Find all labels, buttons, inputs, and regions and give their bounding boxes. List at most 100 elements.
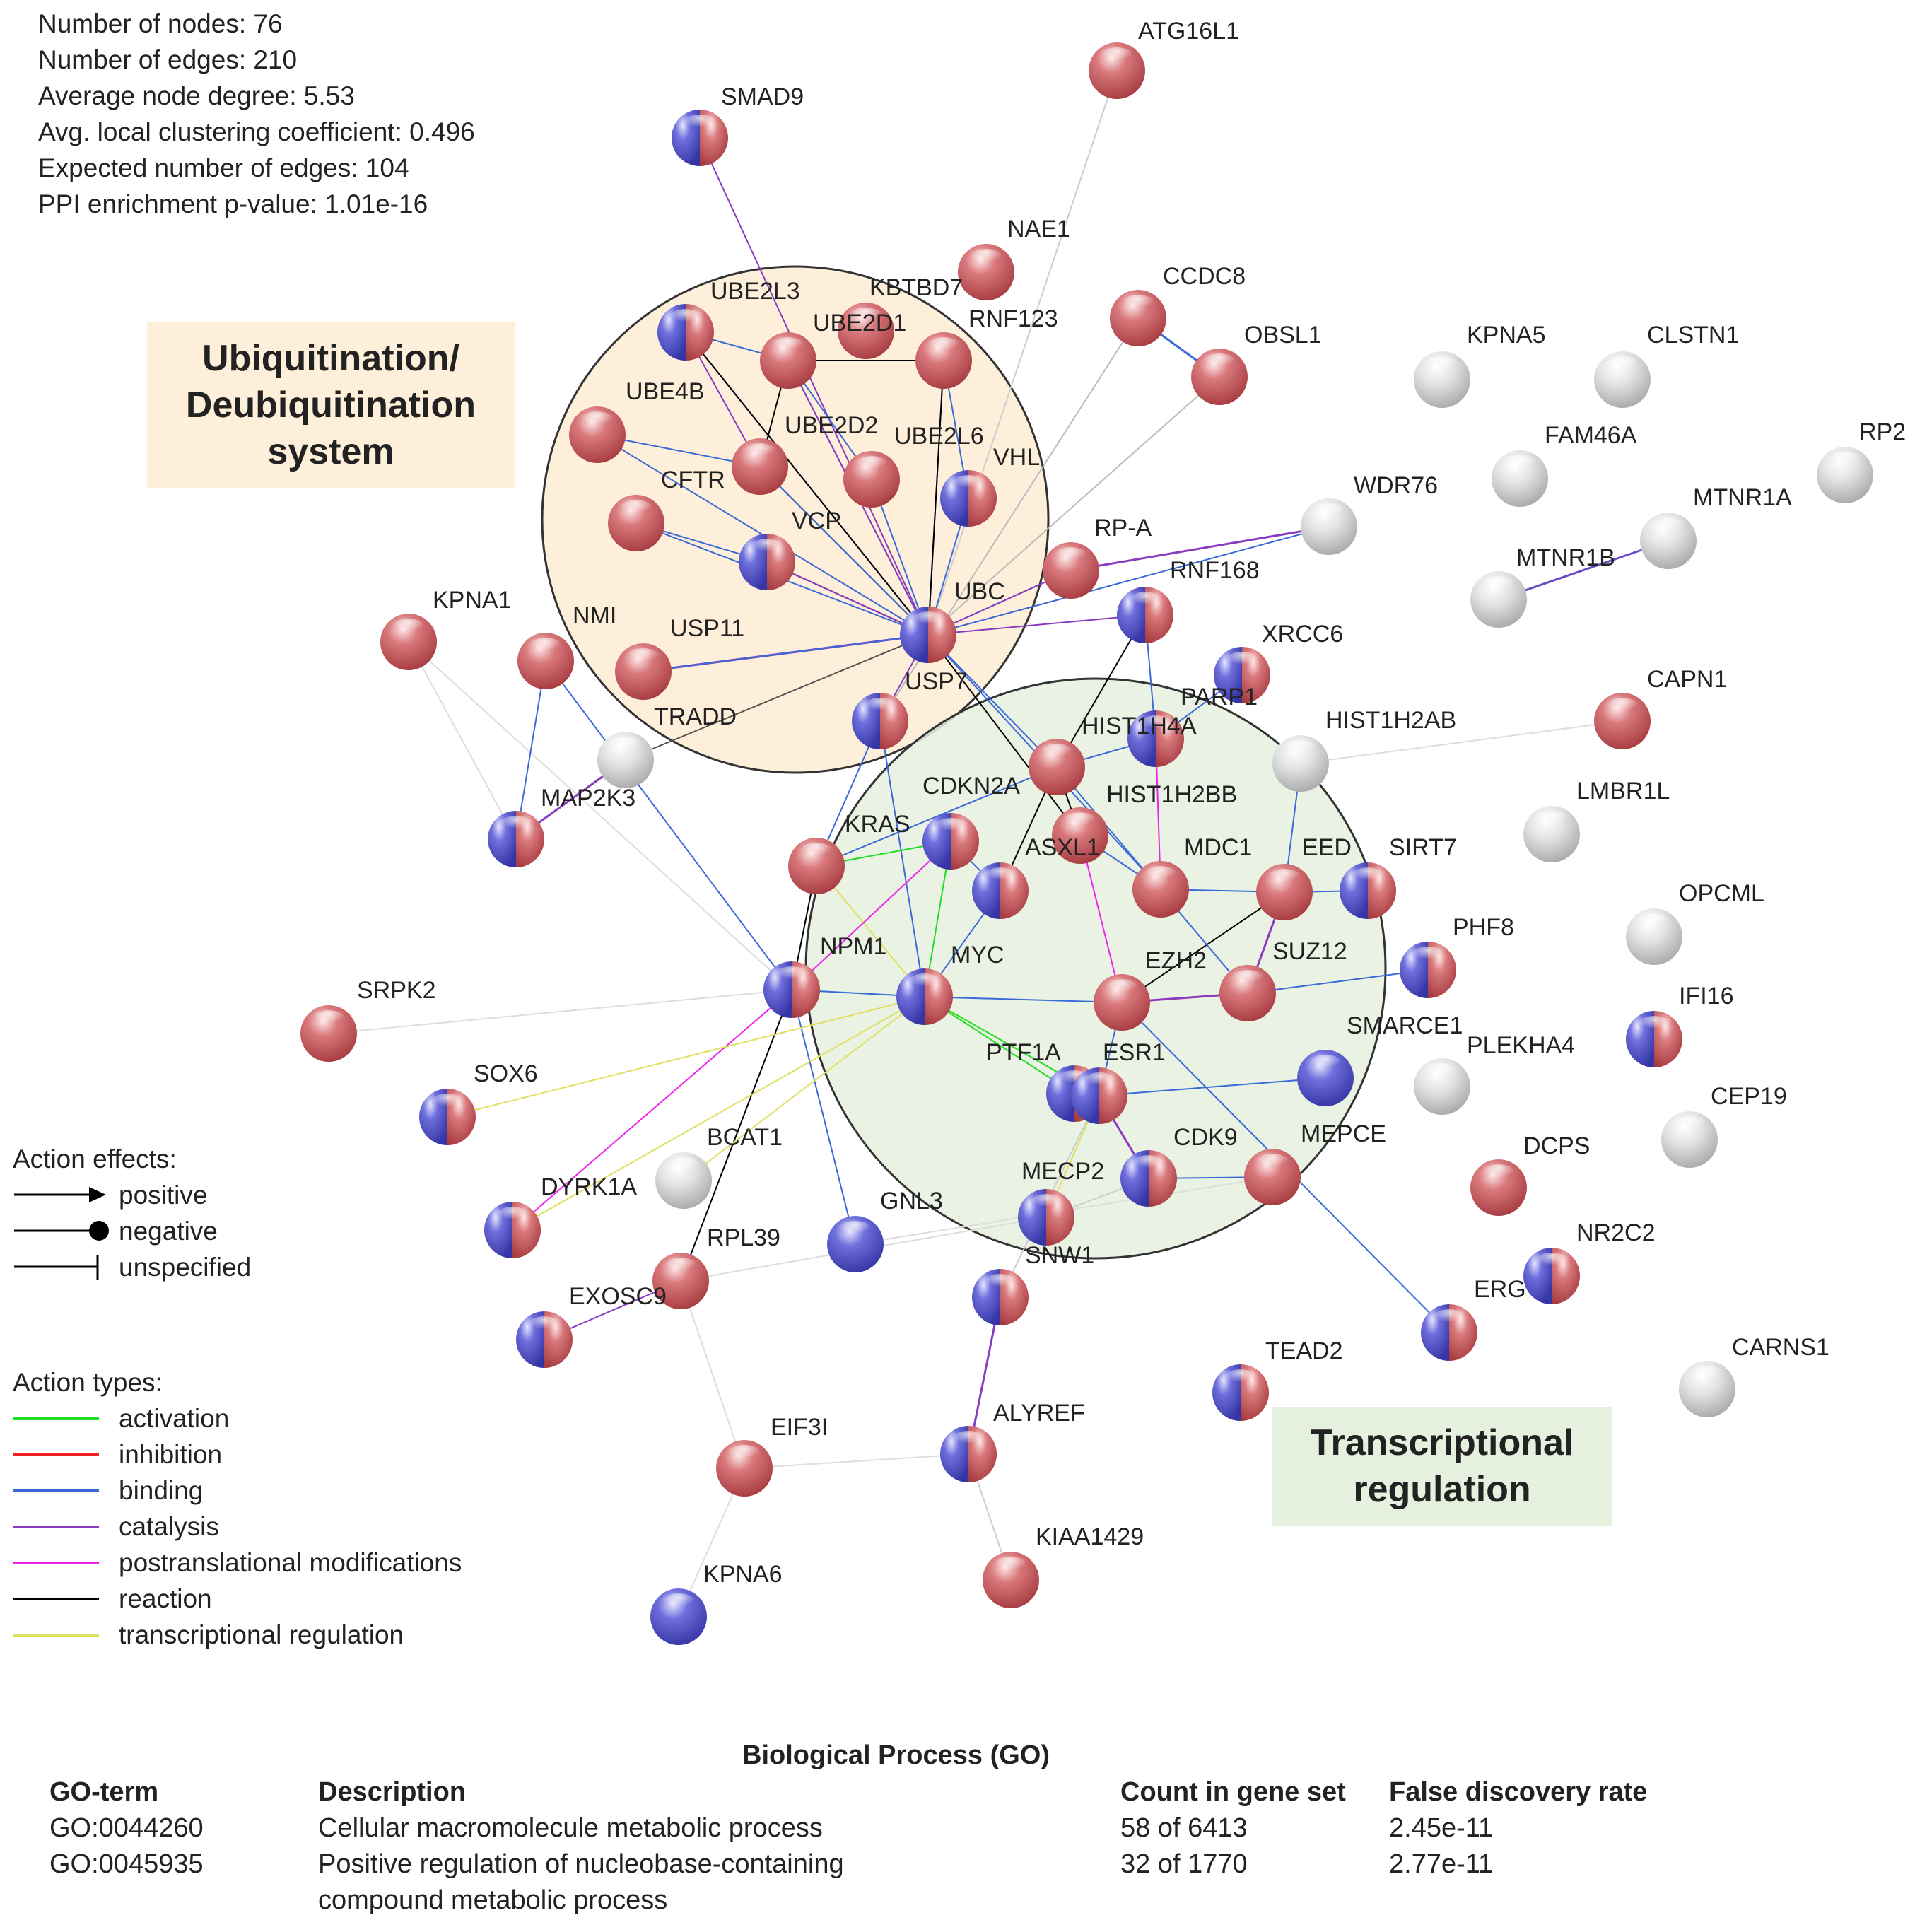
- node-nr2c2[interactable]: NR2C2: [1523, 1219, 1655, 1304]
- node-label: NPM1: [820, 933, 886, 960]
- node-kras[interactable]: KRAS: [788, 811, 910, 894]
- node-ube2d2[interactable]: UBE2D2: [732, 412, 878, 495]
- node-highlight: [1482, 576, 1516, 595]
- node-label: DYRK1A: [541, 1173, 637, 1200]
- node-atg16l1[interactable]: ATG16L1: [1089, 18, 1239, 99]
- node-eed[interactable]: EED: [1256, 834, 1352, 920]
- node-mecp2[interactable]: MECP2: [1018, 1158, 1104, 1246]
- node-rnf123[interactable]: RNF123: [915, 305, 1058, 389]
- node-alyref[interactable]: ALYREF: [940, 1400, 1085, 1482]
- node-label: GNL3: [880, 1188, 943, 1214]
- node-dcps[interactable]: DCPS: [1470, 1132, 1590, 1216]
- node-mdc1[interactable]: MDC1: [1132, 834, 1252, 918]
- node-nae1[interactable]: NAE1: [958, 216, 1070, 300]
- node-ube4b[interactable]: UBE4B: [569, 378, 705, 463]
- legend-type-label: reaction: [119, 1584, 212, 1613]
- node-rnf168[interactable]: RNF168: [1117, 557, 1260, 643]
- node-cftr[interactable]: CFTR: [608, 467, 725, 551]
- node-vcp[interactable]: VCP: [739, 508, 841, 590]
- node-rp-a[interactable]: RP-A: [1043, 515, 1152, 599]
- node-label: CDKN2A: [922, 773, 1020, 800]
- node-ube2d1[interactable]: UBE2D1: [760, 310, 906, 389]
- node-nmi[interactable]: NMI: [517, 602, 616, 689]
- node-usp7[interactable]: USP7: [852, 668, 968, 749]
- node-ubc[interactable]: UBC: [900, 578, 1005, 663]
- node-hist1h2bb[interactable]: HIST1H2BB: [1052, 781, 1237, 864]
- node-snw1[interactable]: SNW1: [972, 1242, 1094, 1325]
- node-label: NR2C2: [1576, 1219, 1655, 1246]
- node-gnl3[interactable]: GNL3: [827, 1188, 943, 1272]
- node-tradd[interactable]: TRADD: [597, 703, 737, 788]
- node-eif3i[interactable]: EIF3I: [716, 1414, 828, 1497]
- node-phf8[interactable]: PHF8: [1400, 914, 1514, 998]
- node-myc[interactable]: MYC: [896, 942, 1004, 1025]
- node-cdkn2a[interactable]: CDKN2A: [922, 773, 1020, 870]
- node-dyrk1a[interactable]: DYRK1A: [484, 1173, 637, 1258]
- node-highlight: [1139, 715, 1173, 734]
- node-xrcc6[interactable]: XRCC6: [1214, 621, 1343, 703]
- node-highlight: [1100, 47, 1134, 66]
- edge-wdr76-rp-a: [1070, 525, 1330, 572]
- node-ezh2[interactable]: EZH2: [1094, 947, 1207, 1031]
- node-mepce[interactable]: MEPCE: [1244, 1120, 1386, 1205]
- node-kpna5[interactable]: KPNA5: [1414, 322, 1546, 408]
- node-smad9[interactable]: SMAD9: [672, 83, 804, 166]
- node-erg[interactable]: ERG: [1421, 1276, 1526, 1361]
- node-sox6[interactable]: SOX6: [419, 1060, 538, 1145]
- node-highlight: [669, 309, 703, 327]
- node-suz12[interactable]: SUZ12: [1219, 938, 1347, 1021]
- node-sirt7[interactable]: SIRT7: [1340, 834, 1457, 919]
- node-fam46a[interactable]: FAM46A: [1492, 422, 1637, 507]
- node-cdk9[interactable]: CDK9: [1120, 1124, 1238, 1207]
- node-map2k3[interactable]: MAP2K3: [488, 785, 636, 867]
- node-highlight: [1411, 947, 1445, 965]
- node-ccdc8[interactable]: CCDC8: [1110, 263, 1246, 346]
- node-smarce1[interactable]: SMARCE1: [1297, 1012, 1463, 1106]
- node-wdr76[interactable]: WDR76: [1301, 472, 1438, 555]
- node-vhl[interactable]: VHL: [940, 444, 1040, 527]
- node-npm1[interactable]: NPM1: [763, 933, 886, 1018]
- node-kpna1[interactable]: KPNA1: [380, 587, 512, 670]
- node-srpk2[interactable]: SRPK2: [300, 977, 436, 1062]
- node-lmbr1l[interactable]: LMBR1L: [1523, 778, 1670, 862]
- node-opcml[interactable]: OPCML: [1626, 880, 1764, 965]
- node-rpl39[interactable]: RPL39: [652, 1224, 780, 1309]
- node-label: CEP19: [1711, 1083, 1787, 1110]
- node-ifi16[interactable]: IFI16: [1626, 983, 1733, 1067]
- node-mtnr1b[interactable]: MTNR1B: [1470, 544, 1615, 628]
- node-usp11[interactable]: USP11: [615, 615, 744, 700]
- node-kiaa1429[interactable]: KIAA1429: [983, 1523, 1144, 1608]
- node-carns1[interactable]: CARNS1: [1679, 1334, 1829, 1417]
- node-plekha4[interactable]: PLEKHA4: [1414, 1032, 1575, 1115]
- node-parp1[interactable]: PARP1: [1128, 684, 1258, 767]
- node-exosc9[interactable]: EXOSC9: [516, 1283, 667, 1368]
- node-kpna6[interactable]: KPNA6: [650, 1561, 783, 1645]
- edge-myc-sox6: [447, 996, 925, 1118]
- node-hist1h4a[interactable]: HIST1H4A: [1029, 713, 1197, 795]
- node-label: RP2: [1859, 418, 1906, 445]
- edge-vcp-ubc: [766, 561, 929, 636]
- node-esr1[interactable]: ESR1: [1071, 1039, 1166, 1124]
- node-cep19[interactable]: CEP19: [1661, 1083, 1787, 1168]
- node-ube2l6[interactable]: UBE2L6: [843, 423, 984, 508]
- node-label: MECP2: [1021, 1158, 1104, 1185]
- node-asxl1[interactable]: ASXL1: [972, 834, 1100, 919]
- node-ube2l3[interactable]: UBE2L3: [657, 278, 800, 361]
- node-rp2[interactable]: RP2: [1817, 418, 1906, 503]
- node-mtnr1a[interactable]: MTNR1A: [1640, 484, 1792, 569]
- node-clstn1[interactable]: CLSTN1: [1594, 322, 1739, 408]
- node-label: MTNR1A: [1693, 484, 1792, 511]
- node-label: NMI: [573, 602, 616, 629]
- node-bcat1[interactable]: BCAT1: [655, 1124, 783, 1209]
- node-highlight: [983, 1274, 1017, 1292]
- node-capn1[interactable]: CAPN1: [1594, 666, 1727, 749]
- node-highlight: [1132, 1155, 1166, 1173]
- node-highlight: [1231, 970, 1265, 988]
- node-kbtbd7[interactable]: KBTBD7: [838, 274, 963, 359]
- node-tead2[interactable]: TEAD2: [1212, 1337, 1343, 1421]
- node-label: EIF3I: [771, 1414, 828, 1441]
- edge-ube2l3-ubc: [685, 332, 929, 636]
- node-obsl1[interactable]: OBSL1: [1191, 322, 1322, 405]
- cluster-circles: [541, 265, 1387, 1260]
- node-hist1h2ab[interactable]: HIST1H2AB: [1272, 707, 1456, 792]
